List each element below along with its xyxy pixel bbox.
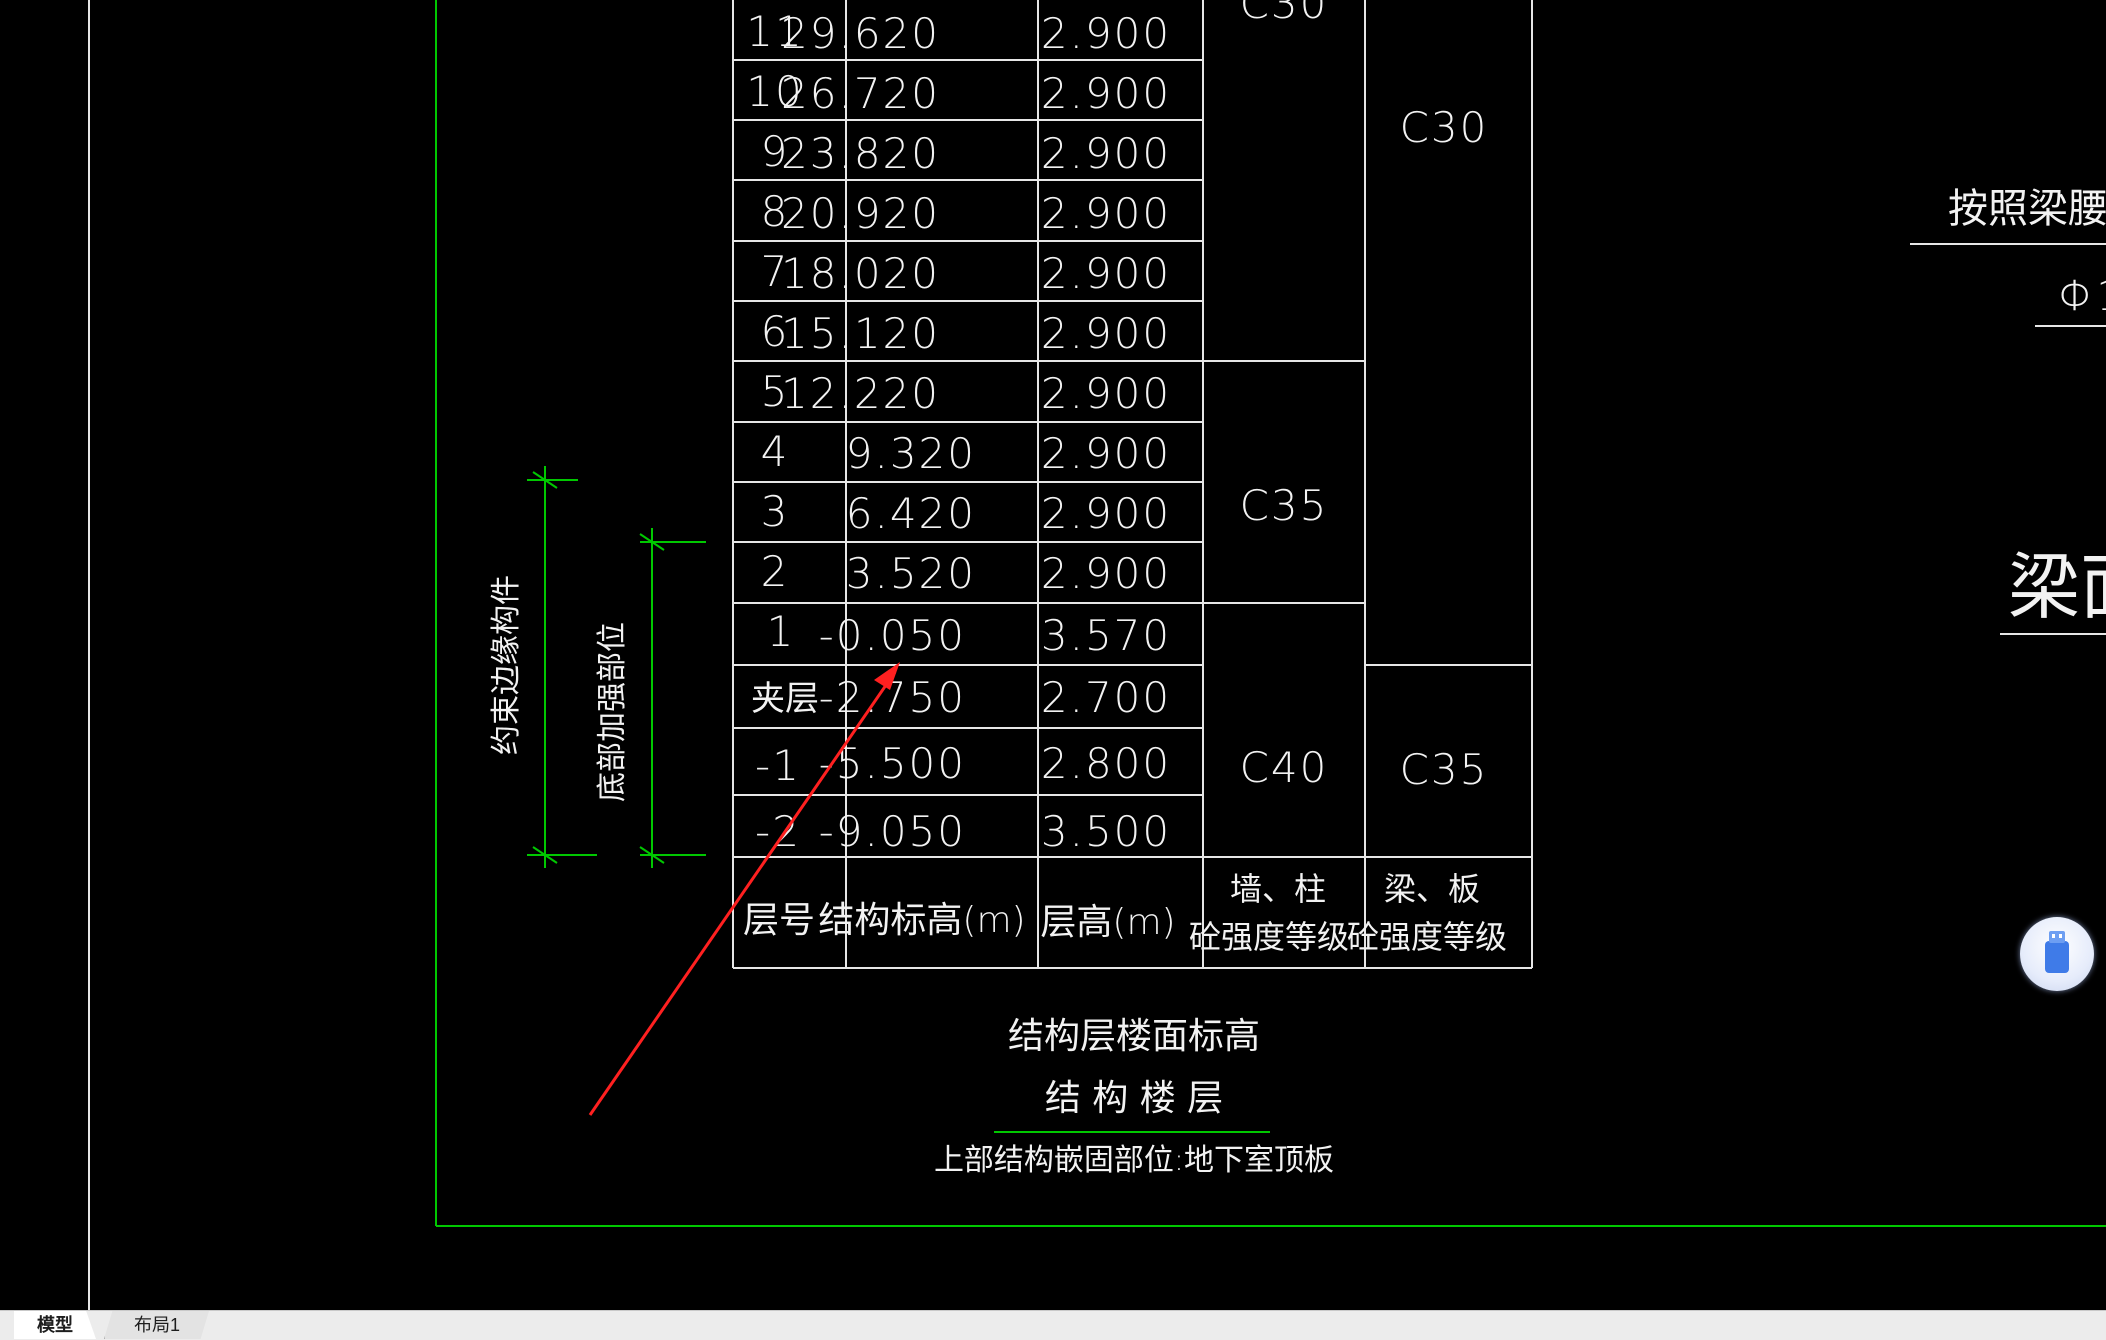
height-cell: 2.900 [1041,129,1171,178]
floor-cell: -2 [755,807,801,856]
elevation-cell: -0.050 [819,611,966,660]
floor-cell: 1 [767,607,796,656]
height-cell: 2.800 [1041,739,1171,788]
elevation-cell: 26.720 [781,69,940,118]
elevation-cell: 3.520 [846,549,976,598]
table-row: 9 23.820 2.900 [761,127,1171,178]
table-row: 6 15.120 2.900 [761,307,1171,358]
table-row: -1 -5.500 2.800 [755,739,1171,790]
table-row: 4 9.320 2.900 [761,427,1171,478]
header-height: 层高(m) [1040,902,1175,943]
header-beam-line2: 砼强度等级 [1347,918,1507,956]
floor-cell: 5 [761,367,790,416]
floor-cell: 7 [761,247,790,296]
table-title-line2: 结 构 楼 层 [1045,1078,1223,1119]
right-note-text: 按照梁腰筋构 [1948,186,2106,232]
height-cell: 2.900 [1041,9,1171,58]
table-row: 8 20.920 2.900 [761,187,1171,238]
height-cell: 3.570 [1041,611,1171,660]
right-beam-top-text: 梁面 [2008,545,2106,629]
cad-drawing-canvas[interactable]: 11 29.620 2.900 10 26.720 2.900 9 23.820… [0,0,2106,1310]
header-wall-line1: 墙、柱 [1230,870,1326,908]
elevation-cell: 23.820 [781,129,940,178]
floor-cell: 9 [761,127,790,176]
beam-grade-top: C30 [1400,103,1489,152]
height-cell: 2.900 [1041,189,1171,238]
elevation-cell: 9.320 [846,429,976,478]
floor-cell: 10 [746,67,803,116]
table-rows: 11 29.620 2.900 10 26.720 2.900 9 23.820… [746,7,1171,856]
header-beam-line1: 梁、板 [1384,870,1480,908]
wall-grade-low: C40 [1240,743,1329,792]
height-cell: 3.500 [1041,807,1171,856]
header-elevation: 结构标高(m) [818,900,1025,941]
table-row: 3 6.420 2.900 [761,487,1171,538]
floor-cell: 2 [761,547,790,596]
floor-cell: 4 [761,427,790,476]
dimension-lines [527,466,706,868]
usb-drive-icon [2045,931,2069,973]
red-arrow-annotation [588,662,900,1116]
table-title-line1: 结构层楼面标高 [1008,1016,1260,1057]
table-row: 夹层 -2.750 2.700 [751,673,1171,722]
height-cell: 2.900 [1041,549,1171,598]
wall-grade-mid: C35 [1240,481,1329,530]
floor-cell: 3 [761,487,790,536]
header-wall-line2: 砼强度等级 [1189,918,1349,956]
table-grid [732,0,1533,969]
constraint-edge-label: 约束边缘构件 [489,575,524,755]
height-cell: 2.700 [1041,673,1171,722]
elevation-cell: 6.420 [846,489,976,538]
bottom-reinforce-label: 底部加强部位 [595,622,630,802]
floor-cell: 8 [761,187,790,236]
height-cell: 2.900 [1041,429,1171,478]
height-cell: 2.900 [1041,489,1171,538]
floating-usb-widget-button[interactable] [2020,917,2094,991]
height-cell: 2.900 [1041,309,1171,358]
elevation-cell: 12.220 [781,369,940,418]
elevation-cell: 29.620 [781,9,940,58]
height-cell: 2.900 [1041,69,1171,118]
table-row: 11 29.620 2.900 [746,7,1171,58]
beam-grade-low: C35 [1400,745,1489,794]
height-cell: 2.900 [1041,249,1171,298]
table-row: 7 18.020 2.900 [761,247,1171,298]
tab-model[interactable]: 模型 [14,1311,96,1339]
elevation-cell: -5.500 [819,739,966,788]
table-row: 10 26.720 2.900 [746,67,1171,118]
right-rebar-text: Φ10 [2058,271,2106,320]
tab-layout1[interactable]: 布局1 [104,1311,209,1339]
elevation-cell: 15.120 [781,309,940,358]
floor-cell: 6 [761,307,790,356]
elevation-cell: -9.050 [819,807,966,856]
embedment-note: 上部结构嵌固部位:地下室顶板 [934,1143,1334,1178]
floor-cell: 夹层 [751,679,819,719]
table-row: -2 -9.050 3.500 [755,807,1171,856]
header-floor: 层号 [743,900,815,941]
elevation-cell: 18.020 [781,249,940,298]
floor-cell: -1 [755,741,801,790]
layout-tab-bar: 模型 布局1 [0,1310,2106,1340]
table-row: 2 3.520 2.900 [761,547,1171,598]
floor-cell: 11 [746,7,803,56]
table-row: 1 -0.050 3.570 [767,607,1171,660]
table-row: 5 12.220 2.900 [761,367,1171,418]
elevation-cell: 20.920 [781,189,940,238]
height-cell: 2.900 [1041,369,1171,418]
wall-grade-top: C30 [1240,0,1329,28]
